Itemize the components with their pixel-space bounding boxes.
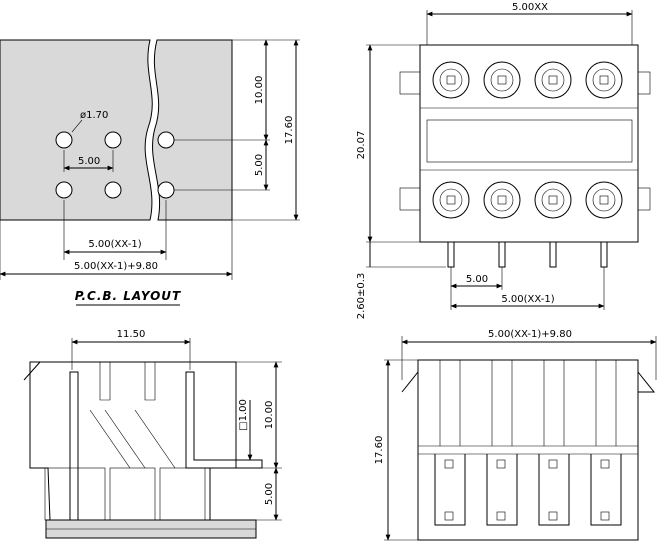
front-overall-width-label: 5.00(XX-1)+9.80 <box>488 329 572 340</box>
side-pin-square-label: □1.00 <box>238 399 249 431</box>
side-view: 11.50 10.00 5.00 □1.00 <box>23 329 282 539</box>
pcb-layout-title: P.C.B. LAYOUT <box>75 289 181 303</box>
screw-terminal <box>585 61 623 99</box>
pcb-height-lower-label: 5.00 <box>254 154 265 176</box>
pcb-hole <box>157 181 175 199</box>
pcb-hole <box>104 181 122 199</box>
pcb-span-total-label: 5.00(XX-1)+9.80 <box>74 261 158 272</box>
pcb-hole <box>104 131 122 149</box>
top-view: 5.00XX <box>356 2 651 320</box>
top-height-label: 20.07 <box>356 131 367 160</box>
screw-terminal <box>483 181 521 219</box>
pcb-hole <box>55 181 73 199</box>
screw-terminal <box>432 181 470 219</box>
pin <box>498 241 506 268</box>
screw-terminal <box>534 181 572 219</box>
pcb-holes <box>55 131 175 199</box>
wire-entry <box>538 454 570 526</box>
top-screw-row-lower <box>432 181 623 219</box>
pcb-total-height-label: 17.60 <box>284 116 295 145</box>
screw-terminal <box>534 61 572 99</box>
front-view: 5.00(XX-1)+9.80 17. <box>374 329 657 541</box>
pin <box>600 241 608 268</box>
front-height-label: 17.60 <box>374 436 385 465</box>
front-wire-entries <box>434 454 622 526</box>
wire-entry <box>434 454 466 526</box>
top-pin-span-label: 5.00(XX-1) <box>501 294 554 305</box>
screw-terminal <box>483 61 521 99</box>
pcb-hole <box>157 131 175 149</box>
wire-entry <box>486 454 518 526</box>
front-body <box>417 359 639 541</box>
screw-terminal <box>585 181 623 219</box>
pcb-pitch-label: 5.00 <box>78 156 100 167</box>
pcb-hole-dia-label: ø1.70 <box>80 110 108 121</box>
top-screw-row-upper <box>432 61 623 99</box>
pcb-board-outline <box>0 39 153 221</box>
top-body <box>419 44 639 243</box>
top-overall-width-label: 5.00XX <box>512 2 548 13</box>
side-width-label: 11.50 <box>117 329 146 340</box>
screw-terminal <box>432 61 470 99</box>
top-pitch-label: 5.00 <box>466 274 488 285</box>
top-pin-length-label: 2.60±0.3 <box>356 273 367 320</box>
top-pins <box>447 241 608 268</box>
pcb-layout-view: ø1.70 5.00 10.00 5.00 17.60 5.00(XX-1) 5… <box>0 39 300 306</box>
side-height-upper-label: 10.00 <box>264 401 275 430</box>
wire-entry <box>590 454 622 526</box>
pcb-span-pins-label: 5.00(XX-1) <box>88 239 141 250</box>
pin <box>549 241 557 268</box>
side-pin-right <box>185 371 263 469</box>
side-pin-left <box>69 371 79 521</box>
side-height-lower-label: 5.00 <box>264 483 275 505</box>
pcb-height-upper-label: 10.00 <box>254 76 265 105</box>
pcb-hole <box>55 131 73 149</box>
pcb-board-outline-right <box>152 39 233 221</box>
pin <box>447 241 455 268</box>
